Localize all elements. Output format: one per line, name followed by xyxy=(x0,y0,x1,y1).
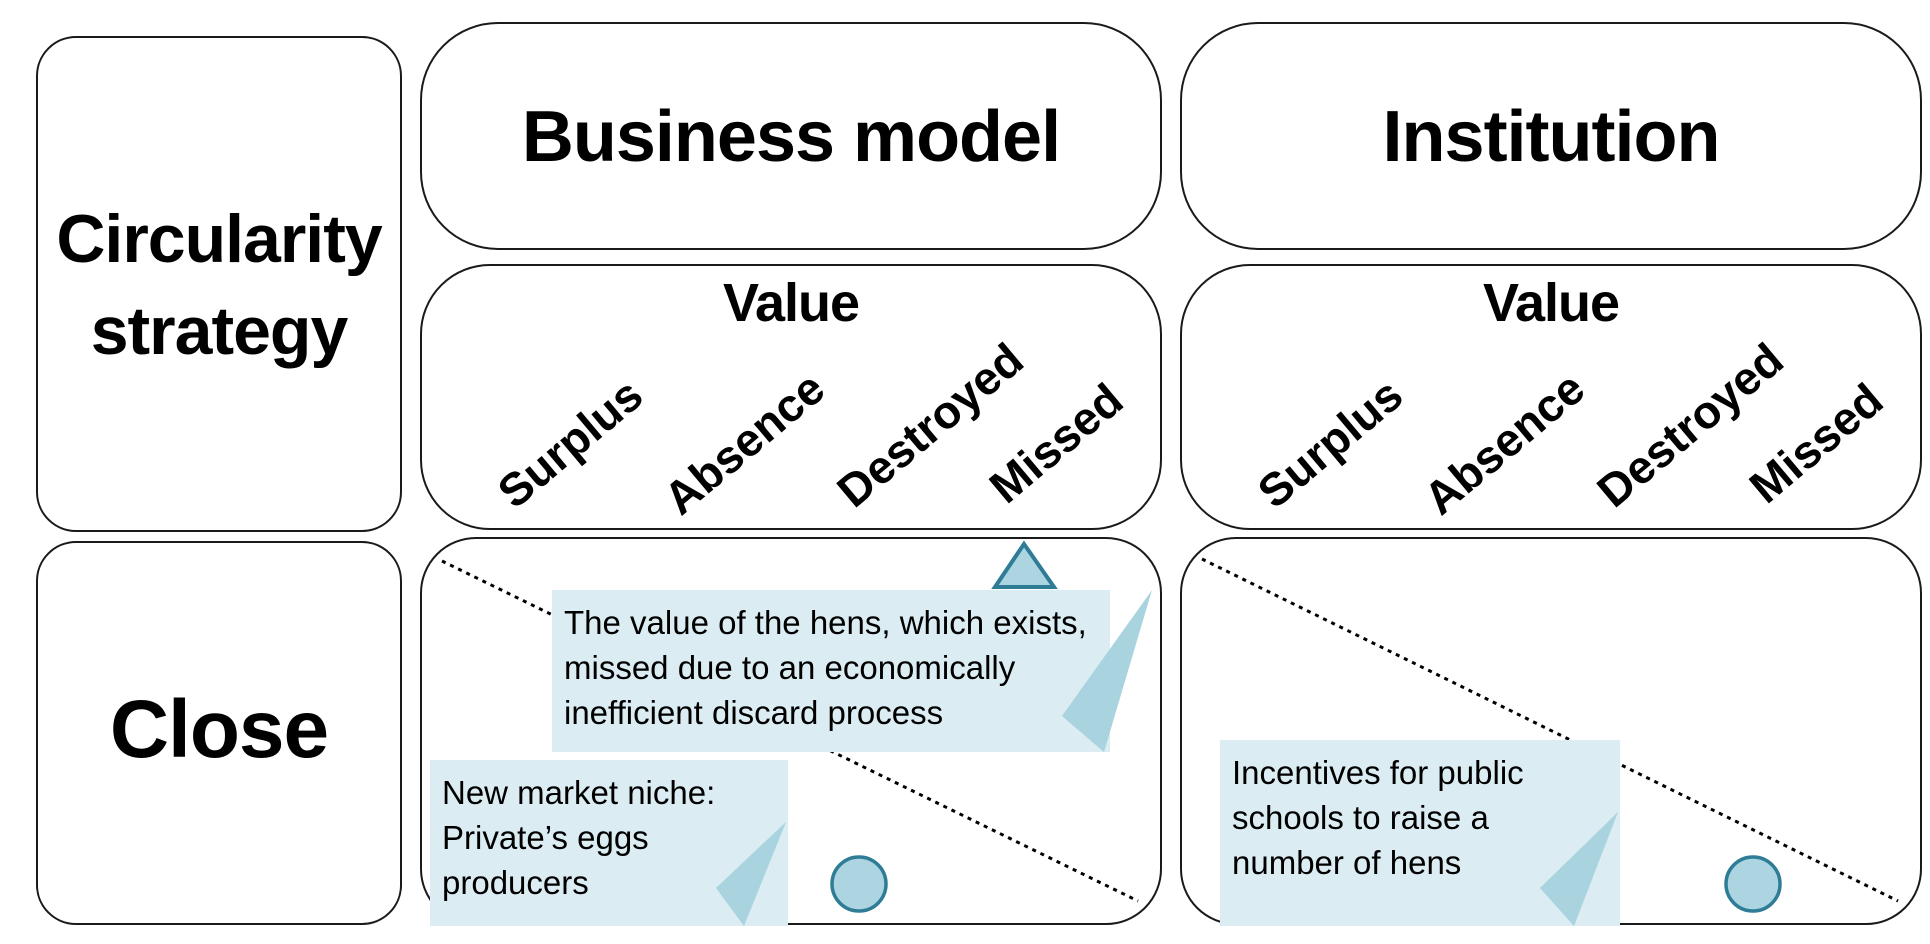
institution-circle-marker xyxy=(1724,855,1782,913)
business-model-title: Business model xyxy=(521,97,1061,177)
institution-title: Institution xyxy=(1382,97,1721,177)
business-model-header: Business model xyxy=(420,22,1162,250)
callout-market-niche-text: New market niche: Private’s eggs produce… xyxy=(442,774,716,901)
callout-incentives: Incentives for public schools to raise a… xyxy=(1220,740,1620,926)
close-row-label: Close xyxy=(109,684,329,775)
institution-value-box: Value Surplus Absence Destroyed Missed xyxy=(1180,264,1922,530)
institution-value-title: Value xyxy=(1482,273,1620,333)
callout-incentives-text: Incentives for public schools to raise a… xyxy=(1232,754,1524,881)
strategy-header-label: Circularity strategy xyxy=(56,201,382,369)
business-value-title: Value xyxy=(722,273,860,333)
close-row-box: Close xyxy=(36,541,402,925)
business-circle-marker xyxy=(830,855,888,913)
callout-hens-value-text: The value of the hens, which exists, mis… xyxy=(564,604,1087,731)
institution-value-absence: Absence xyxy=(1413,361,1595,525)
callout-market-niche: New market niche: Private’s eggs produce… xyxy=(430,760,788,926)
institution-header: Institution xyxy=(1180,22,1922,250)
institution-diagonal-line xyxy=(1201,557,1899,903)
business-value-box: Value Surplus Absence Destroyed Missed xyxy=(420,264,1162,530)
strategy-header-box: Circularity strategy xyxy=(36,36,402,532)
business-value-absence: Absence xyxy=(653,361,835,525)
business-value-surplus: Surplus xyxy=(487,368,653,518)
institution-close-graphics xyxy=(1201,557,1899,913)
callout-hens-value: The value of the hens, which exists, mis… xyxy=(552,590,1110,752)
institution-value-surplus: Surplus xyxy=(1247,368,1413,518)
